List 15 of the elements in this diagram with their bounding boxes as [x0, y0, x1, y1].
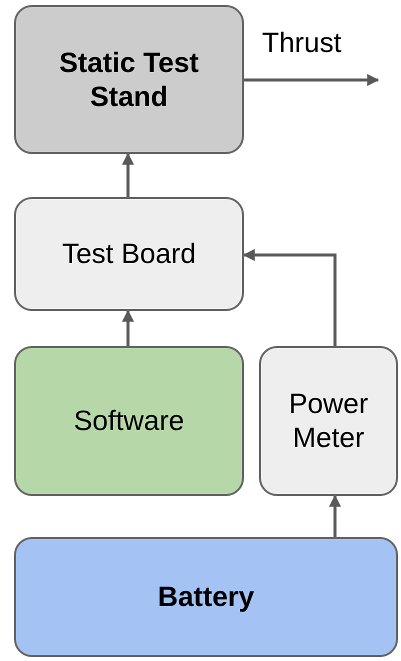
process-box [14, 537, 398, 657]
box-label: Static Test Stand [58, 46, 200, 114]
process-box [259, 346, 398, 496]
box-label: Test Board [62, 237, 196, 271]
process-box [14, 5, 244, 154]
process-box [14, 197, 244, 311]
arrow [329, 494, 341, 537]
process-box [14, 346, 244, 496]
arrow [122, 152, 134, 197]
box-label: Software [74, 404, 184, 438]
box-label: Power Meter [288, 387, 370, 455]
arrow [122, 310, 134, 346]
arrow [244, 74, 380, 86]
arrow [242, 249, 336, 346]
box-label: Battery [158, 580, 254, 614]
